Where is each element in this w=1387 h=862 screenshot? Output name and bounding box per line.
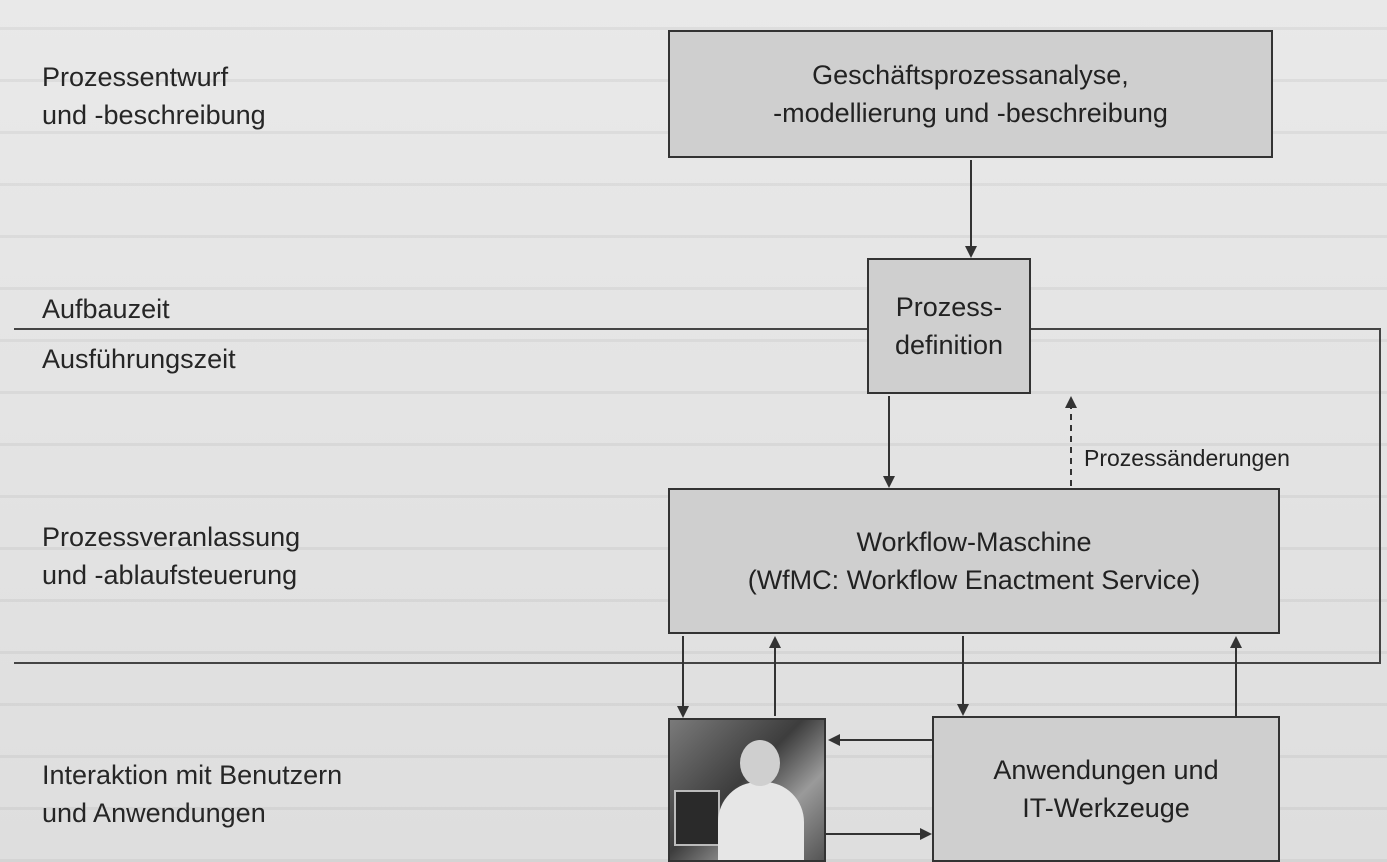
label-run-time: Ausführungszeit [42, 344, 236, 374]
person-body-shape [718, 782, 804, 860]
box-process-analysis: Geschäftsprozessanalyse, -modellierung u… [668, 30, 1273, 158]
box-process-definition: Prozess- definition [867, 258, 1031, 394]
label-process-changes: Prozessänderungen [1084, 445, 1290, 471]
box-workflow-engine: Workflow-Maschine (WfMC: Workflow Enactm… [668, 488, 1280, 634]
label-interaction: Interaktion mit Benutzern und Anwendunge… [42, 760, 343, 828]
person-head-shape [740, 740, 780, 786]
box-applications: Anwendungen und IT-Werkzeuge [932, 716, 1280, 862]
label-process-design: Prozessentwurf und -beschreibung [42, 62, 266, 130]
frame-right-edge [1379, 328, 1381, 664]
user-at-computer-image [668, 718, 826, 862]
separator-run-interaction [14, 662, 1381, 664]
label-build-time: Aufbauzeit [42, 294, 170, 324]
separator-build-run-right [1029, 328, 1381, 330]
separator-build-run [14, 328, 867, 330]
label-process-control: Prozessveranlassung und -ablaufsteuerung [42, 522, 301, 590]
monitor-shape [674, 790, 720, 846]
